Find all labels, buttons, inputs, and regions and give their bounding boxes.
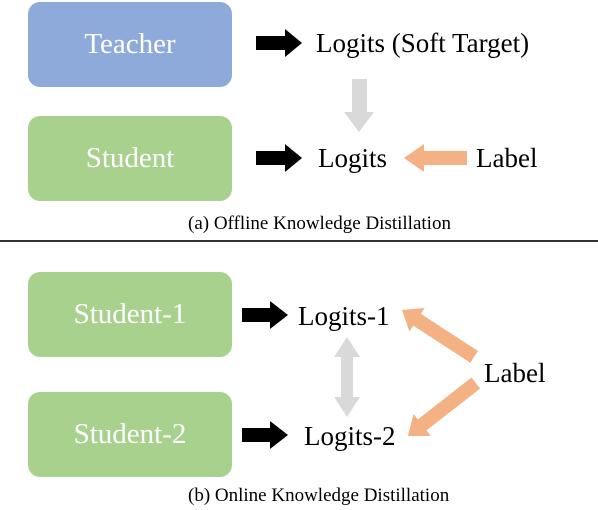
online-label-text: Label xyxy=(484,358,546,388)
student-to-logits-arrow xyxy=(256,144,302,172)
student-box: Student xyxy=(28,116,232,201)
teacher-to-logits-arrow xyxy=(256,29,302,57)
label-to-logits-2-arrow xyxy=(408,377,481,436)
teacher-box: Teacher xyxy=(28,2,232,87)
soft-target-down-arrow xyxy=(344,79,374,132)
label-to-logits-1-arrow xyxy=(402,308,478,363)
logits-2-label: Logits-2 xyxy=(304,421,396,451)
teacher-label: Teacher xyxy=(84,28,176,60)
student-1-to-logits-1-arrow xyxy=(242,301,288,329)
logits-1-label: Logits-1 xyxy=(298,301,390,331)
teacher-logits-label: Logits (Soft Target) xyxy=(316,28,530,58)
student-logits-label: Logits xyxy=(318,143,388,173)
student-label: Student xyxy=(85,142,175,174)
student-1-label: Student-1 xyxy=(73,298,187,330)
label-to-logits-arrow xyxy=(404,144,467,172)
student-2-to-logits-2-arrow xyxy=(242,421,288,449)
student-1-box: Student-1 xyxy=(28,272,232,357)
mutual-distill-arrow xyxy=(334,337,360,417)
offline-caption: (a) Offline Knowledge Distillation xyxy=(188,213,451,234)
online-caption: (b) Online Knowledge Distillation xyxy=(188,485,450,506)
section-divider xyxy=(0,240,598,242)
student-2-box: Student-2 xyxy=(28,392,232,477)
offline-label-text: Label xyxy=(476,143,538,173)
student-2-label: Student-2 xyxy=(73,418,187,450)
